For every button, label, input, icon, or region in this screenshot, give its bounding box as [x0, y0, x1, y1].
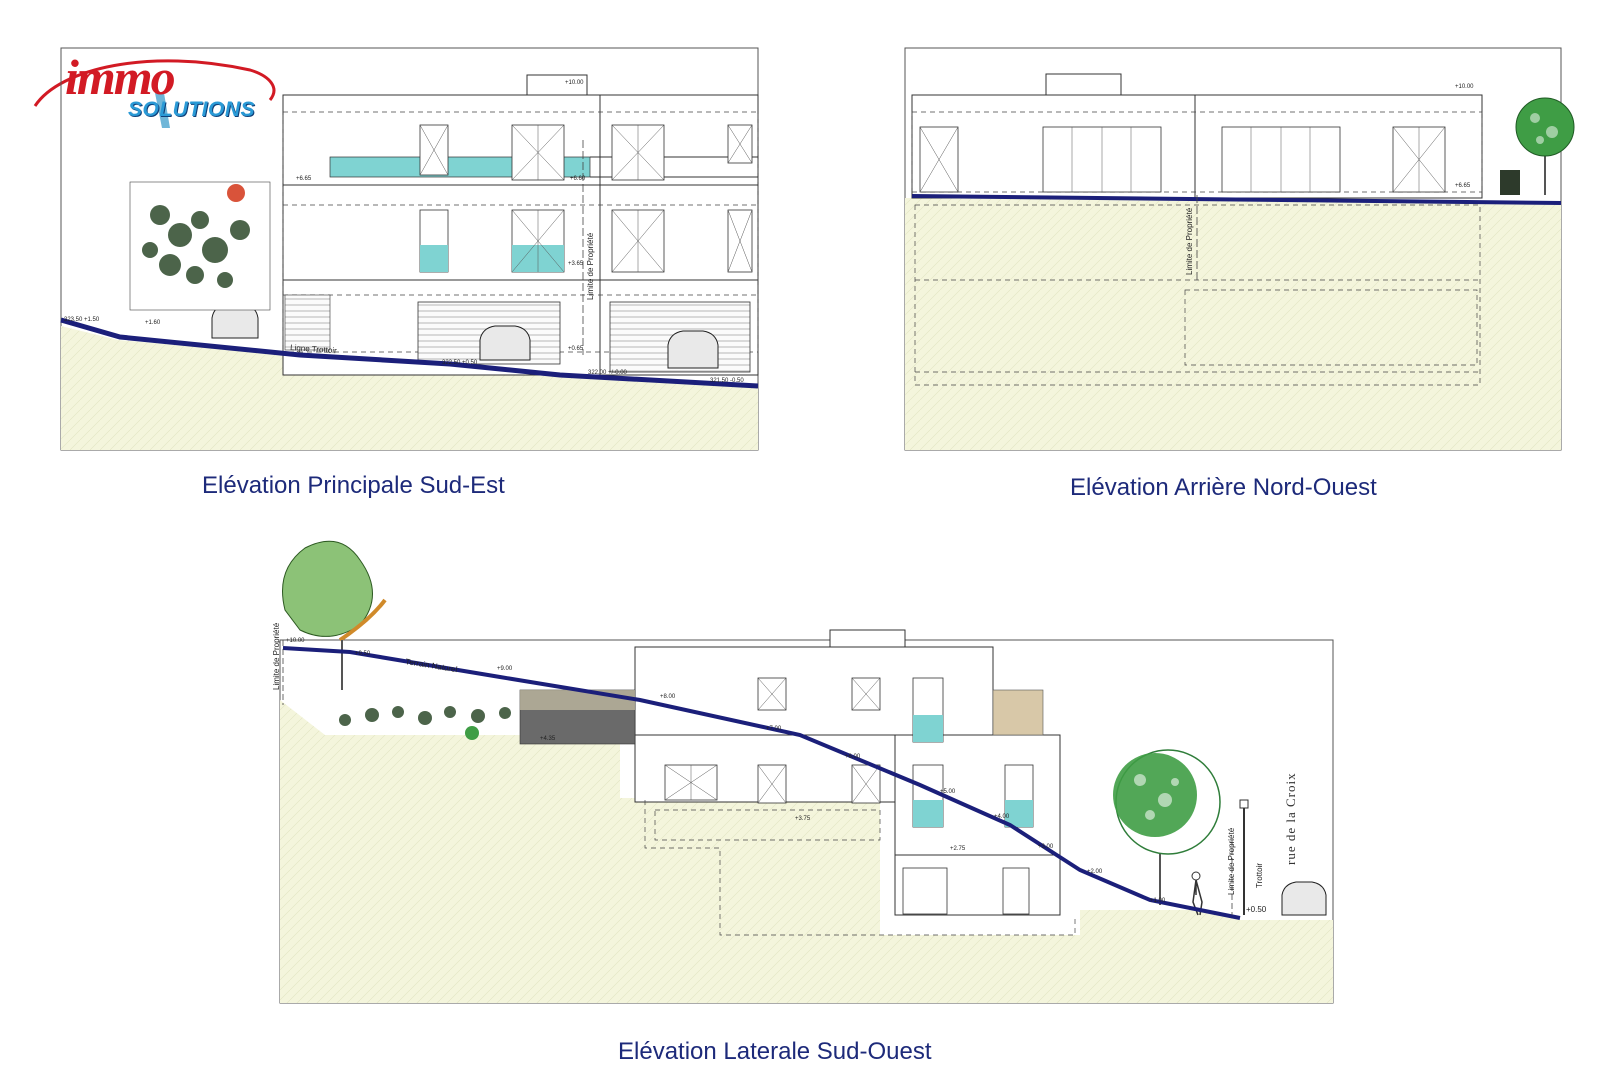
side-level-l9: +2.00 — [1087, 869, 1103, 875]
rear-level-ground: +6.65 — [1455, 183, 1471, 189]
brand-logo: immo SOLUTIONS — [30, 48, 280, 138]
rear-level-roof: +10.00 — [1455, 84, 1474, 90]
main-level-terrace: +6.65 — [296, 176, 312, 182]
main-ligne-trottoir-label: Ligne Trottoir — [290, 343, 338, 355]
side-limite-left: Limite de Propriété — [272, 622, 281, 690]
logo-subtitle: SOLUTIONS — [128, 98, 256, 121]
caption-side: Elévation Laterale Sud-Ouest — [618, 1038, 932, 1065]
side-terrain-label: Terrain Naturel — [405, 657, 458, 674]
side-level-l2: +9.00 — [497, 666, 513, 672]
main-level-garage: +0.65 — [568, 346, 584, 352]
elevation-side: Limite de Propriété Limite de Propriété … — [272, 540, 1334, 1004]
side-street-name: rue de la Croix — [1283, 772, 1298, 865]
side-limite-right: Limite de Propriété — [1227, 827, 1236, 895]
side-level-l11: +0.50 — [1246, 905, 1267, 914]
caption-rear: Elévation Arrière Nord-Ouest — [1070, 474, 1377, 501]
logo-wordmark: immo — [65, 49, 176, 105]
side-level-l10: +1.00 — [1150, 898, 1166, 904]
side-trottoir: Trottoir — [1255, 863, 1264, 888]
side-level-top: +10.00 — [286, 638, 305, 644]
side-level-basement: +4.35 — [540, 736, 556, 742]
side-level-l3: +8.00 — [660, 694, 676, 700]
elevation-rear: Limite de Propriété +10.00 +6.65 — [904, 47, 1575, 451]
side-level-l6: +5.00 — [940, 789, 956, 795]
side-level-lower: +3.75 — [795, 816, 811, 822]
side-level-l1: +9.50 — [355, 651, 371, 657]
main-ground-right-a: 322.00 +/-0.00 — [588, 370, 628, 376]
rear-limite-label: Limite de Propriété — [1185, 207, 1194, 275]
main-level-left: +1.60 — [145, 320, 161, 326]
elevation-main: Limite de Propriété Ligne Trottoir +10.0… — [60, 47, 759, 451]
logo-swoosh — [33, 59, 276, 128]
side-level-low2: +2.75 — [950, 846, 966, 852]
main-ground-right-b: 321.50 -0.50 — [710, 378, 744, 384]
main-level-mid: +3.65 — [568, 261, 584, 267]
main-level-upper: +6.60 — [570, 176, 586, 182]
side-level-l5: +6.00 — [845, 754, 861, 760]
caption-main: Elévation Principale Sud-Est — [202, 472, 505, 499]
main-limite-label: Limite de Propriété — [586, 232, 595, 300]
side-level-l7: +4.00 — [994, 814, 1010, 820]
main-level-roof: +10.00 — [565, 80, 584, 86]
side-level-l4: +7.00 — [766, 726, 782, 732]
main-ground-left: 323.50 +1.50 — [64, 317, 100, 323]
main-ground-center: 322.50 +0.50 — [442, 360, 478, 366]
side-level-l8: +3.00 — [1038, 844, 1054, 850]
